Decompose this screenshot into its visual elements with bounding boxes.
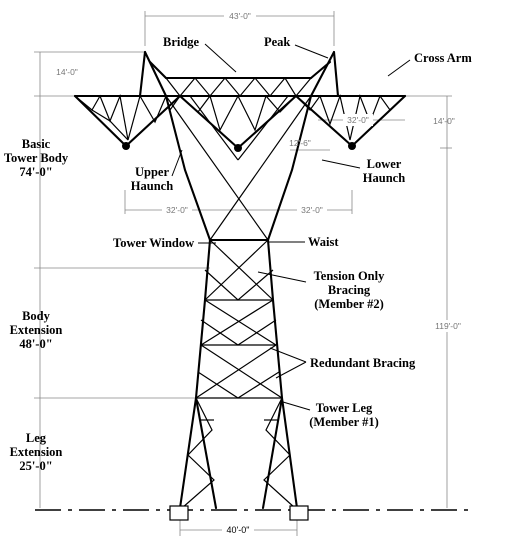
dim-arm-offset: 12'-6" [289,138,311,148]
label-body-extension-2: Extension [10,323,63,337]
label-redundant-bracing: Redundant Bracing [310,356,416,370]
label-basic-tower-body-3: 74'-0" [19,165,52,179]
insulators [122,142,356,152]
label-tower-leg-2: (Member #1) [309,415,379,429]
label-basic-tower-body-1: Basic [22,137,51,151]
dim-base-width: 40'-0" [227,525,250,535]
label-lower-haunch-2: Haunch [363,171,405,185]
label-tension-2: Bracing [328,283,371,297]
insulator-middle-icon [234,144,242,152]
label-upper-haunch-1: Upper [135,165,169,179]
dim-arm-drop: 14'-0" [433,116,455,126]
dimension-texts: 43'-0" 14'-0" 32'-0" 14'-0" 12'-6" 32'-0… [52,10,464,536]
insulator-left-icon [122,142,130,150]
dim-peak-height: 14'-0" [56,67,78,77]
label-leg-extension-3: 25'-0" [19,459,52,473]
dimension-lines [34,11,452,536]
label-peak: Peak [264,35,290,49]
label-leg-extension-2: Extension [10,445,63,459]
label-tension-1: Tension Only [314,269,386,283]
label-tower-window: Tower Window [113,236,194,250]
label-leg-extension-1: Leg [26,431,47,445]
label-tower-leg-1: Tower Leg [316,401,373,415]
dim-left-haunch: 32'-0" [166,205,188,215]
dim-right-haunch: 32'-0" [301,205,323,215]
label-basic-tower-body-2: Tower Body [4,151,69,165]
label-upper-haunch-2: Haunch [131,179,173,193]
label-bridge: Bridge [163,35,200,49]
dim-total-height: 119'-0" [435,321,461,331]
dim-arm-span: 32'-0" [347,115,369,125]
label-body-extension-3: 48'-0" [19,337,52,351]
label-body-extension-1: Body [22,309,51,323]
dim-top-width: 43'-0" [229,11,251,21]
label-tension-3: (Member #2) [314,297,384,311]
label-waist: Waist [308,235,339,249]
label-leaders [171,43,411,411]
tower-bracing [74,76,406,509]
footings [169,505,309,521]
insulator-right-icon [348,142,356,150]
label-lower-haunch-1: Lower [367,157,402,171]
labels: Bridge Peak Cross Arm Basic Tower Body 7… [4,35,472,473]
label-cross-arm: Cross Arm [414,51,472,65]
tower-structure [73,50,407,510]
